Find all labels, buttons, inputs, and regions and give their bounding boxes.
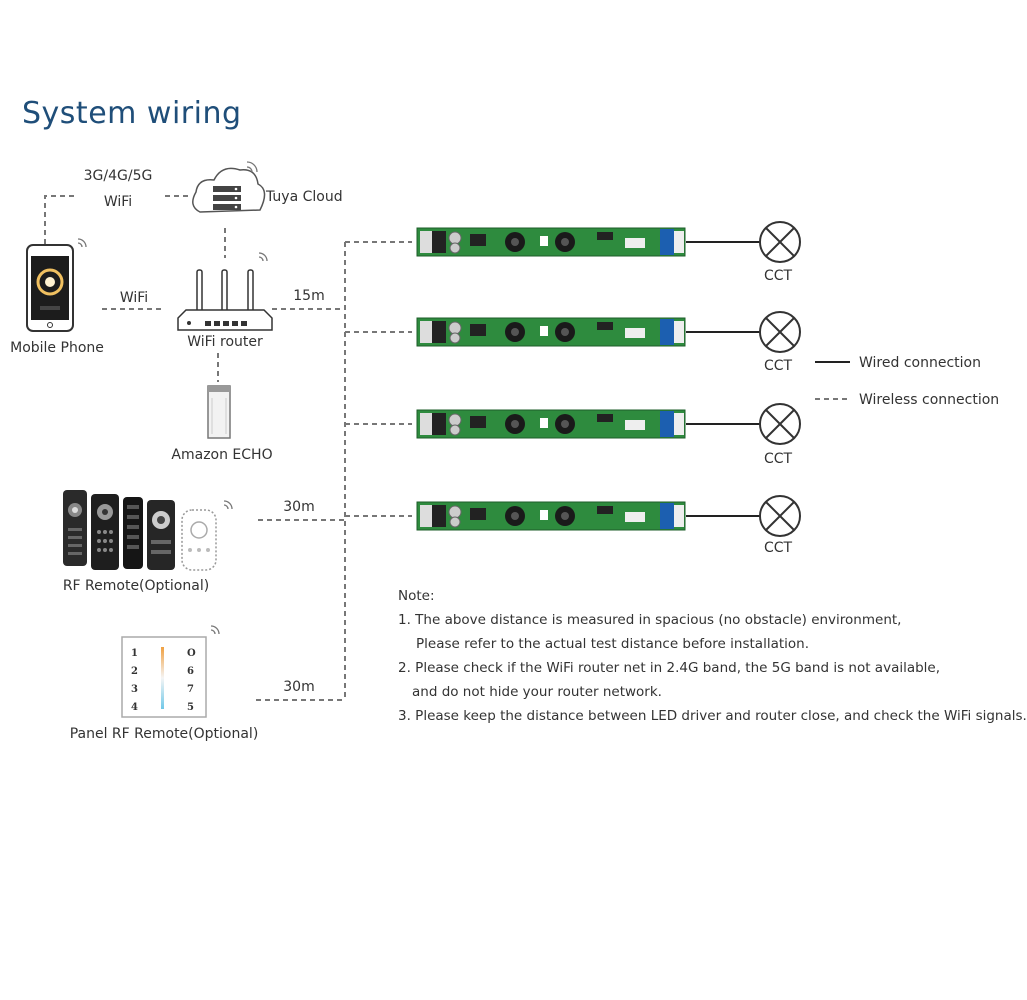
cct-loads xyxy=(759,221,801,537)
legend-wired-label: Wired connection xyxy=(859,355,981,371)
panel-key: 5 xyxy=(187,702,194,713)
cloud-signal-icon xyxy=(246,161,258,173)
legend-wireless-label: Wireless connection xyxy=(859,392,1000,408)
cct-lamp-icon xyxy=(759,221,801,263)
panel-key: 1 xyxy=(131,648,138,659)
rf-remotes-icon xyxy=(63,490,217,571)
amazon-echo-icon xyxy=(207,385,231,439)
tuya-cloud-icon xyxy=(192,167,266,213)
wireless-links xyxy=(44,195,850,701)
distance-router-label: 15m xyxy=(293,288,325,304)
note-line: 2. Please check if the WiFi router net i… xyxy=(398,660,941,676)
cct-lamp-icon xyxy=(759,311,801,353)
panel-key: 4 xyxy=(131,702,138,713)
distance-rf-label: 30m xyxy=(283,499,315,515)
mobile-phone-icon xyxy=(26,244,74,332)
led-driver-board xyxy=(416,409,686,439)
phone-signal-icon xyxy=(77,238,87,248)
panel-key: 7 xyxy=(187,684,194,695)
cloud-wifi-label: WiFi xyxy=(103,194,133,210)
mobile-phone-label: Mobile Phone xyxy=(10,340,104,356)
panel-key: O xyxy=(187,648,196,659)
rf-signal-icon xyxy=(223,500,233,510)
note-heading: Note: xyxy=(398,588,435,604)
cct-label: CCT xyxy=(763,358,793,374)
wiring-diagram: 1 2 3 4 O 6 7 5 xyxy=(26,161,850,718)
router-signal-icon xyxy=(258,252,268,262)
panel-remote-label: Panel RF Remote(Optional) xyxy=(69,726,259,742)
note-line: 1. The above distance is measured in spa… xyxy=(398,612,902,628)
panel-signal-icon xyxy=(210,625,220,635)
cct-lamp-icon xyxy=(759,403,801,445)
amazon-echo-label: Amazon ECHO xyxy=(171,447,273,463)
installation-note: Note: 1. The above distance is measured … xyxy=(398,584,1027,728)
wifi-router-label: WiFi router xyxy=(187,334,263,350)
tuya-cloud-label: Tuya Cloud xyxy=(266,189,343,205)
cct-label: CCT xyxy=(763,540,793,556)
cct-label: CCT xyxy=(763,268,793,284)
link-phone-cloud-left xyxy=(44,195,74,244)
panel-remote-icon xyxy=(121,636,207,718)
phone-wifi-label: WiFi xyxy=(119,290,149,306)
cloud-network-label: 3G/4G/5G xyxy=(83,168,153,184)
wifi-router-icon xyxy=(177,269,273,331)
led-driver-board xyxy=(416,227,686,257)
note-line: 3. Please keep the distance between LED … xyxy=(398,708,1027,724)
led-drivers xyxy=(416,227,686,531)
panel-key: 2 xyxy=(131,666,138,677)
cct-lamp-icon xyxy=(759,495,801,537)
panel-key: 6 xyxy=(187,666,194,677)
led-driver-board xyxy=(416,317,686,347)
panel-key: 3 xyxy=(131,684,138,695)
page-title: System wiring xyxy=(22,96,242,131)
cct-label: CCT xyxy=(763,451,793,467)
note-line: and do not hide your router network. xyxy=(412,684,662,700)
distance-panel-label: 30m xyxy=(283,679,315,695)
wired-links xyxy=(686,241,850,517)
panel-keys: 1 2 3 4 O 6 7 5 xyxy=(131,648,196,713)
led-driver-board xyxy=(416,501,686,531)
note-line: Please refer to the actual test distance… xyxy=(416,636,809,652)
rf-remote-label: RF Remote(Optional) xyxy=(62,578,210,594)
